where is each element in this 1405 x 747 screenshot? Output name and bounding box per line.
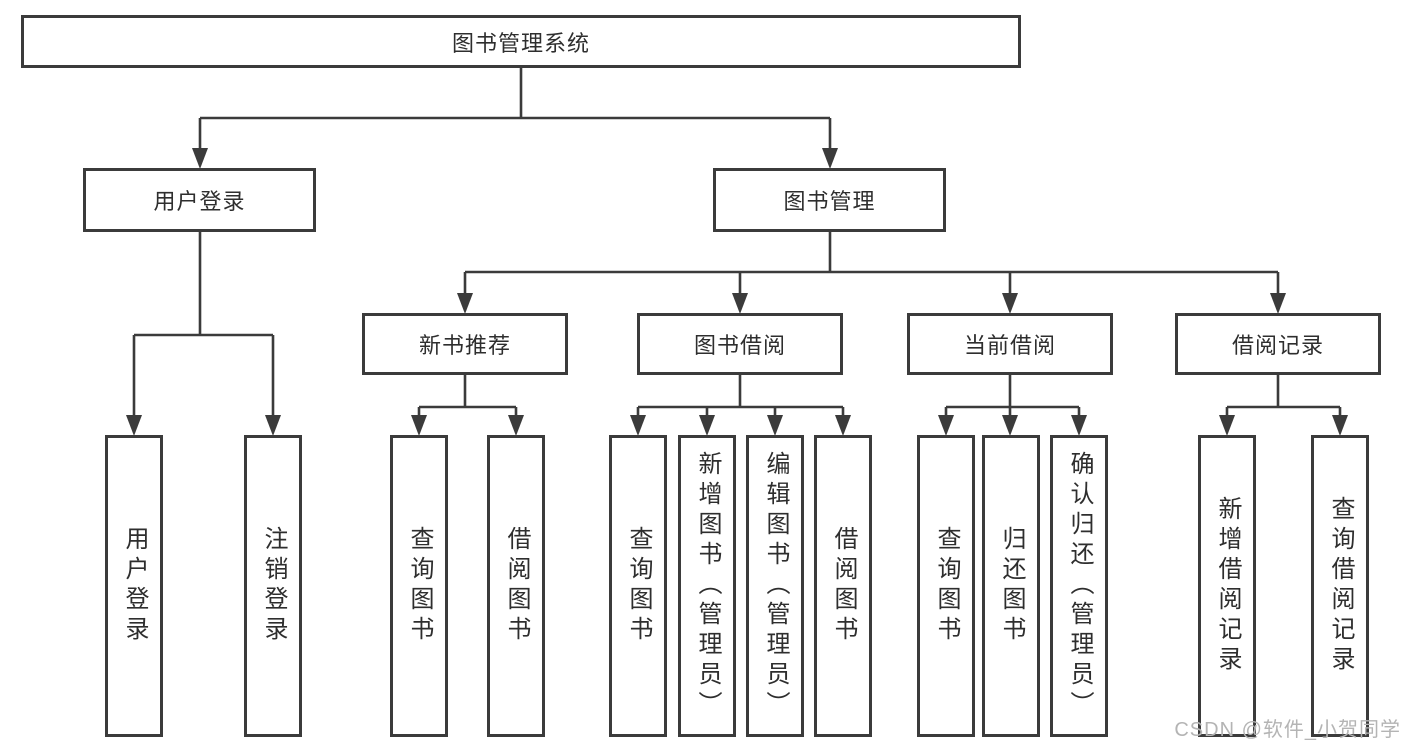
node-leaf-borrow-books-1: 借阅图书 <box>487 435 545 737</box>
node-label: 查询借阅记录 <box>1327 496 1354 676</box>
node-label: 新书推荐 <box>418 333 511 358</box>
node-label: 借阅图书 <box>830 526 857 646</box>
connector-current-borrow-branch <box>938 375 1087 436</box>
node-leaf-query-books-2: 查询图书 <box>609 435 667 737</box>
node-leaf-query-books-1: 查询图书 <box>390 435 448 737</box>
node-label: 当前借阅 <box>963 333 1056 358</box>
node-leaf-query-borrow-record: 查询借阅记录 <box>1311 435 1369 737</box>
node-user-login-branch: 用户登录 <box>83 168 316 232</box>
node-root-book-management-system: 图书管理系统 <box>21 15 1021 68</box>
node-label: 借阅图书 <box>503 526 530 646</box>
node-borrow-records: 借阅记录 <box>1175 313 1381 375</box>
node-book-management: 图书管理 <box>713 168 946 232</box>
node-label: 查询图书 <box>933 526 960 646</box>
node-label: 新增借阅记录 <box>1214 496 1241 676</box>
node-leaf-user-login: 用户登录 <box>105 435 163 737</box>
node-current-borrow: 当前借阅 <box>907 313 1113 375</box>
node-label: 图书管理系统 <box>451 30 590 56</box>
node-label: 图书借阅 <box>693 333 786 358</box>
node-leaf-query-books-3: 查询图书 <box>917 435 975 737</box>
node-new-book-recommend: 新书推荐 <box>362 313 568 375</box>
node-label: 查询图书 <box>625 526 652 646</box>
node-label: 用户登录 <box>153 189 246 214</box>
node-leaf-confirm-return-admin: 确认归还（管理员） <box>1050 435 1108 737</box>
node-label: 新增图书（管理员） <box>694 451 721 721</box>
node-label: 借阅记录 <box>1231 333 1324 358</box>
node-label: 用户登录 <box>121 526 148 646</box>
node-book-borrow: 图书借阅 <box>637 313 843 375</box>
connector-new-book-recommend-branch <box>411 375 524 436</box>
connector-user-login-branch <box>126 232 281 436</box>
node-leaf-edit-books-admin: 编辑图书（管理员） <box>746 435 804 737</box>
node-label: 归还图书 <box>998 526 1025 646</box>
node-leaf-return-books: 归还图书 <box>982 435 1040 737</box>
node-label: 确认归还（管理员） <box>1066 451 1093 721</box>
connector-borrow-records-branch <box>1219 375 1348 436</box>
node-leaf-add-borrow-record: 新增借阅记录 <box>1198 435 1256 737</box>
connector-book-management-branch <box>457 232 1286 314</box>
node-label: 注销登录 <box>260 526 287 646</box>
node-leaf-logout: 注销登录 <box>244 435 302 737</box>
node-leaf-borrow-books-2: 借阅图书 <box>814 435 872 737</box>
node-label: 编辑图书（管理员） <box>762 451 789 721</box>
node-leaf-add-books-admin: 新增图书（管理员） <box>678 435 736 737</box>
connector-root-to-children <box>192 68 838 169</box>
node-label: 查询图书 <box>406 526 433 646</box>
connector-book-borrow-branch <box>630 375 851 436</box>
node-label: 图书管理 <box>783 189 876 214</box>
